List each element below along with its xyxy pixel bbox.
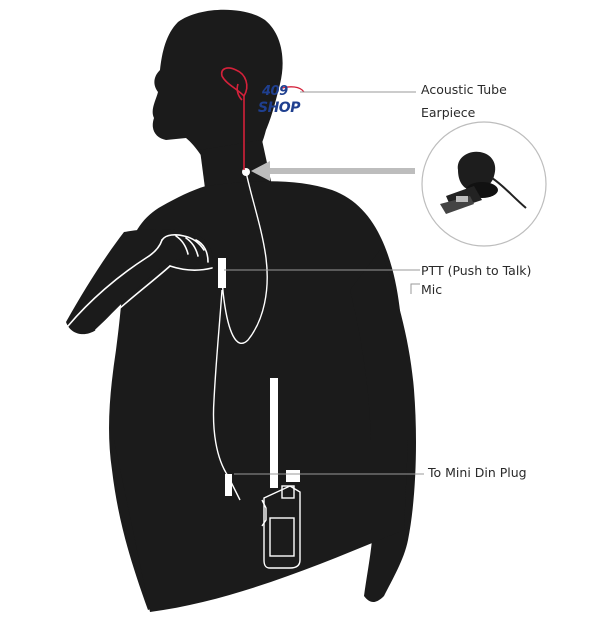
shop-logo-number: 409: [262, 84, 288, 99]
ptt-label: PTT (Push to Talk): [421, 263, 532, 278]
shop-logo-text: SHOP: [258, 100, 300, 116]
hand-outline: [67, 234, 213, 331]
earpiece-inset: [421, 121, 547, 247]
earpiece-cable: [212, 168, 301, 569]
radio-antenna: [270, 378, 278, 488]
person-silhouette: [66, 9, 416, 612]
ptt-box: [218, 258, 226, 288]
acoustic-tube-label: Acoustic Tube: [421, 82, 507, 97]
mini-din-label: To Mini Din Plug: [428, 465, 527, 480]
radio-knob: [286, 470, 300, 482]
earpiece-label: Earpiece: [421, 105, 476, 120]
mini-din-connector: [225, 474, 232, 496]
leader-lines: [224, 91, 424, 475]
pointer-arrow: [251, 161, 415, 181]
mic-label: Mic: [421, 282, 443, 297]
acoustic-tube: [220, 67, 248, 170]
shop-logo-swoosh: [281, 86, 305, 93]
